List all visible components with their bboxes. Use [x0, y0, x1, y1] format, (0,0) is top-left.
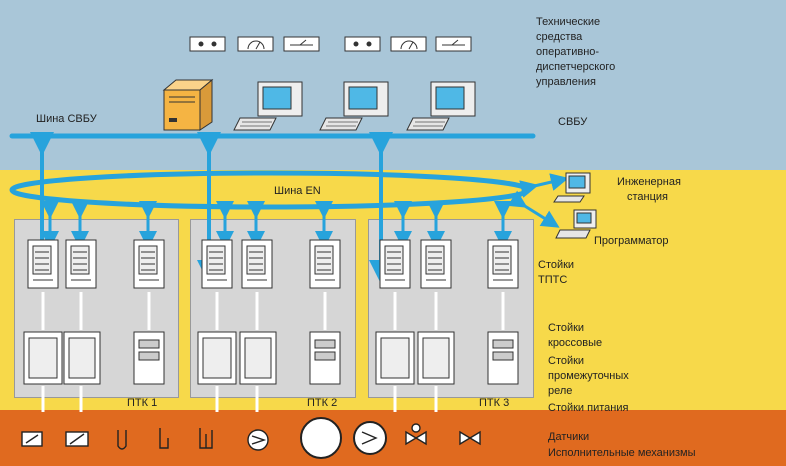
- instrument-icons-top: [189, 36, 472, 52]
- tech-title-line-2: средства: [536, 31, 583, 43]
- sensors-label: Датчики: [548, 431, 590, 443]
- svbu-zone-background: [0, 0, 786, 170]
- field-devices-band: [0, 410, 786, 466]
- svbu-label: СВБУ: [558, 116, 588, 128]
- en-links: [41, 173, 569, 249]
- field-device-icons: [21, 417, 481, 459]
- tech-title-line-4: диспетчерского: [536, 61, 616, 73]
- rack-links: [41, 292, 505, 330]
- lower-racks: [23, 331, 519, 385]
- racks-ttps-label-2: ТПТС: [538, 274, 568, 286]
- server-icon: [162, 78, 214, 131]
- eng-station-label-1: Инженерная: [617, 176, 681, 188]
- workstation-icon-1: [233, 81, 303, 131]
- svbu-bus-label: Шина СВБУ: [36, 113, 97, 125]
- tech-title-line-3: оперативно-: [536, 46, 600, 58]
- tech-title-line-1: Технические: [536, 16, 601, 28]
- racks-ttps-label-1: Стойки: [538, 259, 575, 271]
- ptk3-label: ПТК 3: [479, 397, 510, 409]
- tech-title-line-5: управления: [536, 76, 596, 88]
- workstation-icon-3: [406, 81, 476, 131]
- engineering-station-icon: [553, 172, 591, 203]
- cross-racks-label-2: кроссовые: [548, 337, 603, 349]
- eng-station-label-2: станция: [627, 191, 669, 203]
- programmer-label: Программатор: [594, 235, 669, 247]
- field-links: [41, 386, 438, 412]
- power-racks-label: Стойки питания: [548, 402, 629, 414]
- cross-racks-label-1: Стойки: [548, 322, 585, 334]
- programmer-icon: [555, 209, 597, 239]
- tpts-racks: [27, 239, 519, 289]
- ptk2-label: ПТК 2: [307, 397, 338, 409]
- en-bus-label: Шина EN: [274, 185, 321, 197]
- workstation-icon-2: [319, 81, 389, 131]
- relay-racks-label-3: реле: [548, 385, 573, 397]
- relay-racks-label-2: промежуточных: [548, 370, 629, 382]
- ptk1-label: ПТК 1: [127, 397, 158, 409]
- en-bus-ring: [9, 170, 531, 210]
- mechanisms-label: Исполнительные механизмы: [548, 447, 696, 459]
- relay-racks-label-1: Стойки: [548, 355, 585, 367]
